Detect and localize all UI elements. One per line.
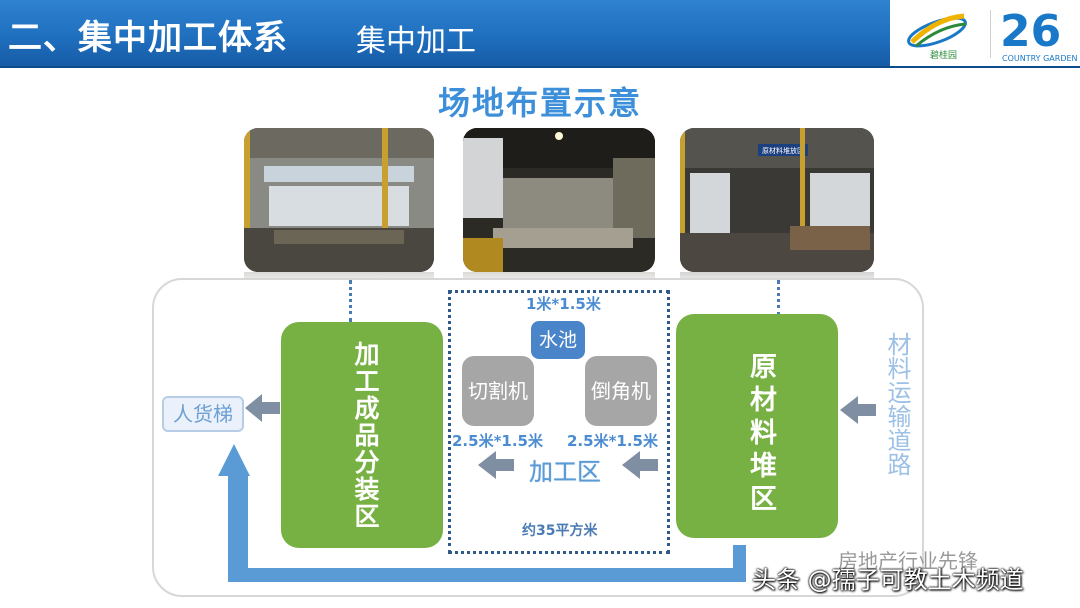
arrow-left-icon [840, 396, 876, 424]
raw-material-zone-label: 原材料堆区 [745, 351, 776, 517]
raw-material-zone: 原材料堆区 [676, 314, 838, 538]
logo-panel [890, 0, 1080, 66]
return-flow-start [733, 545, 746, 582]
area-label: 约35平方米 [522, 523, 598, 539]
logo-text: 碧桂园 [930, 51, 958, 61]
raw-material-photo: 原材料堆放区 [680, 128, 874, 272]
arrow-left-icon [245, 394, 280, 422]
finished-goods-zone: 加工成品分装区 [281, 322, 443, 548]
cargo-lift: 人货梯 [162, 396, 244, 432]
cutting-machine: 切割机 [462, 356, 534, 426]
anniversary-sub: COUNTRY GARDEN [1002, 54, 1078, 63]
anniversary-logo: 26 [1000, 6, 1062, 57]
page-title: 二、集中加工体系 [8, 18, 288, 58]
arrow-left-icon [478, 451, 514, 479]
finished-area-photo [244, 128, 434, 272]
processing-area-boundary [448, 290, 670, 554]
processing-area-photo [463, 128, 655, 272]
return-flow-horizontal [228, 570, 746, 582]
photo-sign-text: 原材料堆放区 [762, 146, 804, 155]
watermark-line2: 头条 @孺子可教土木频道 [752, 566, 1024, 594]
finished-goods-zone-label: 加工成品分装区 [351, 340, 380, 530]
return-flow-vertical [228, 474, 240, 580]
connector-line [777, 280, 780, 316]
watermark-line1: 房地产行业先锋 [838, 549, 978, 573]
connector-line [349, 280, 352, 322]
chamfer-machine: 倒角机 [585, 356, 657, 426]
water-pool: 水池 [531, 321, 585, 359]
arrow-up-icon [218, 444, 250, 476]
slide-title: 场地布置示意 [437, 84, 642, 122]
arrow-left-icon [622, 451, 658, 479]
header-divider [0, 66, 1080, 68]
transport-road-label: 材料运输道路 [883, 332, 911, 476]
page-subtitle: 集中加工 [356, 24, 476, 59]
cutting-machine-size: 2.5米*1.5米 [452, 432, 543, 450]
processing-zone-label: 加工区 [529, 458, 601, 486]
water-pool-size: 1米*1.5米 [526, 295, 601, 313]
country-garden-logo-icon [907, 13, 967, 48]
chamfer-machine-size: 2.5米*1.5米 [567, 432, 658, 450]
logo-divider [990, 10, 991, 58]
